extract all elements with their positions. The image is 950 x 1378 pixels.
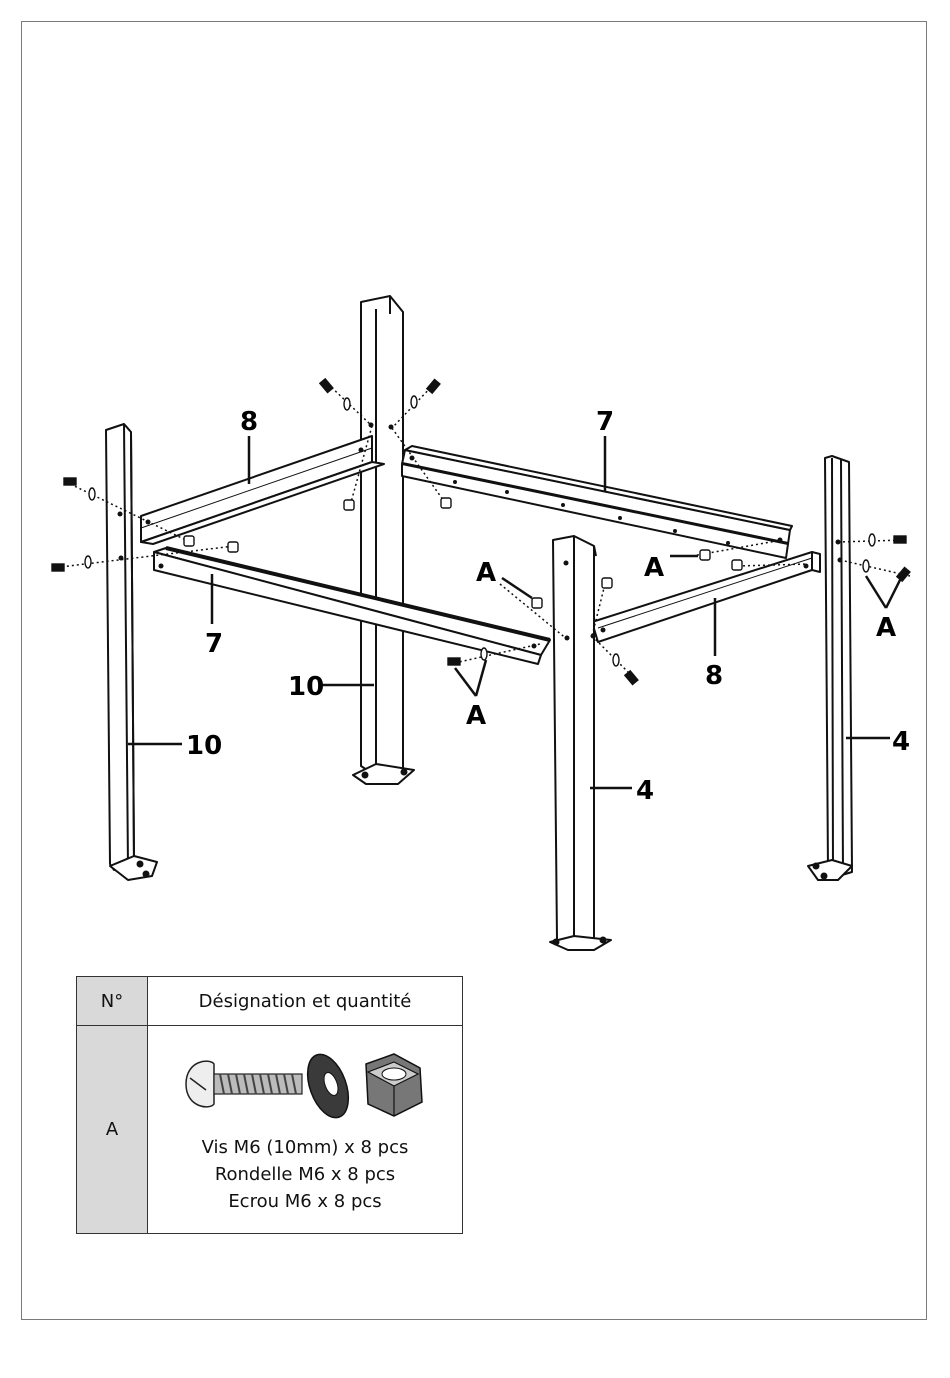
label-beam-back-left: 8 <box>240 407 258 437</box>
header-designation: Désignation et quantité <box>148 977 463 1026</box>
washer-icon <box>300 1049 356 1123</box>
label-post-back: 10 <box>288 672 324 702</box>
parts-table: N° Désignation et quantité A <box>76 976 463 1234</box>
table-row: A <box>77 1026 463 1234</box>
part-code: A <box>77 1026 148 1234</box>
beam-front-right <box>592 552 820 642</box>
part-description: Vis M6 (10mm) x 8 pcs Rondelle M6 x 8 pc… <box>148 1026 463 1234</box>
post-back <box>353 296 414 784</box>
label-hardware-1: A <box>476 558 496 588</box>
label-beam-front-left: 7 <box>205 629 223 659</box>
screw-icon <box>186 1061 302 1107</box>
parts-table-header: N° Désignation et quantité <box>77 977 463 1026</box>
part-line-screw: Vis M6 (10mm) x 8 pcs <box>148 1134 462 1161</box>
part-line-washer: Rondelle M6 x 8 pcs <box>148 1161 462 1188</box>
part-line-nut: Ecrou M6 x 8 pcs <box>148 1188 462 1215</box>
nut-icon <box>366 1054 422 1116</box>
post-left <box>106 424 157 880</box>
label-post-right: 4 <box>892 727 910 757</box>
label-hardware-4: A <box>876 613 896 643</box>
hardware-kit-illustration <box>180 1044 430 1124</box>
label-beam-front-right: 8 <box>705 661 723 691</box>
label-post-front: 4 <box>636 776 654 806</box>
label-hardware-3: A <box>466 701 486 731</box>
assembly-diagram: 8 7 7 8 10 10 4 4 A A A A <box>0 0 950 970</box>
post-front <box>550 536 611 950</box>
label-beam-back-right: 7 <box>596 407 614 437</box>
beam-back-left <box>141 436 384 544</box>
label-hardware-2: A <box>644 553 664 583</box>
label-post-left: 10 <box>186 731 222 761</box>
header-number: N° <box>77 977 148 1026</box>
beam-back-right <box>402 446 792 558</box>
post-right <box>808 456 852 880</box>
